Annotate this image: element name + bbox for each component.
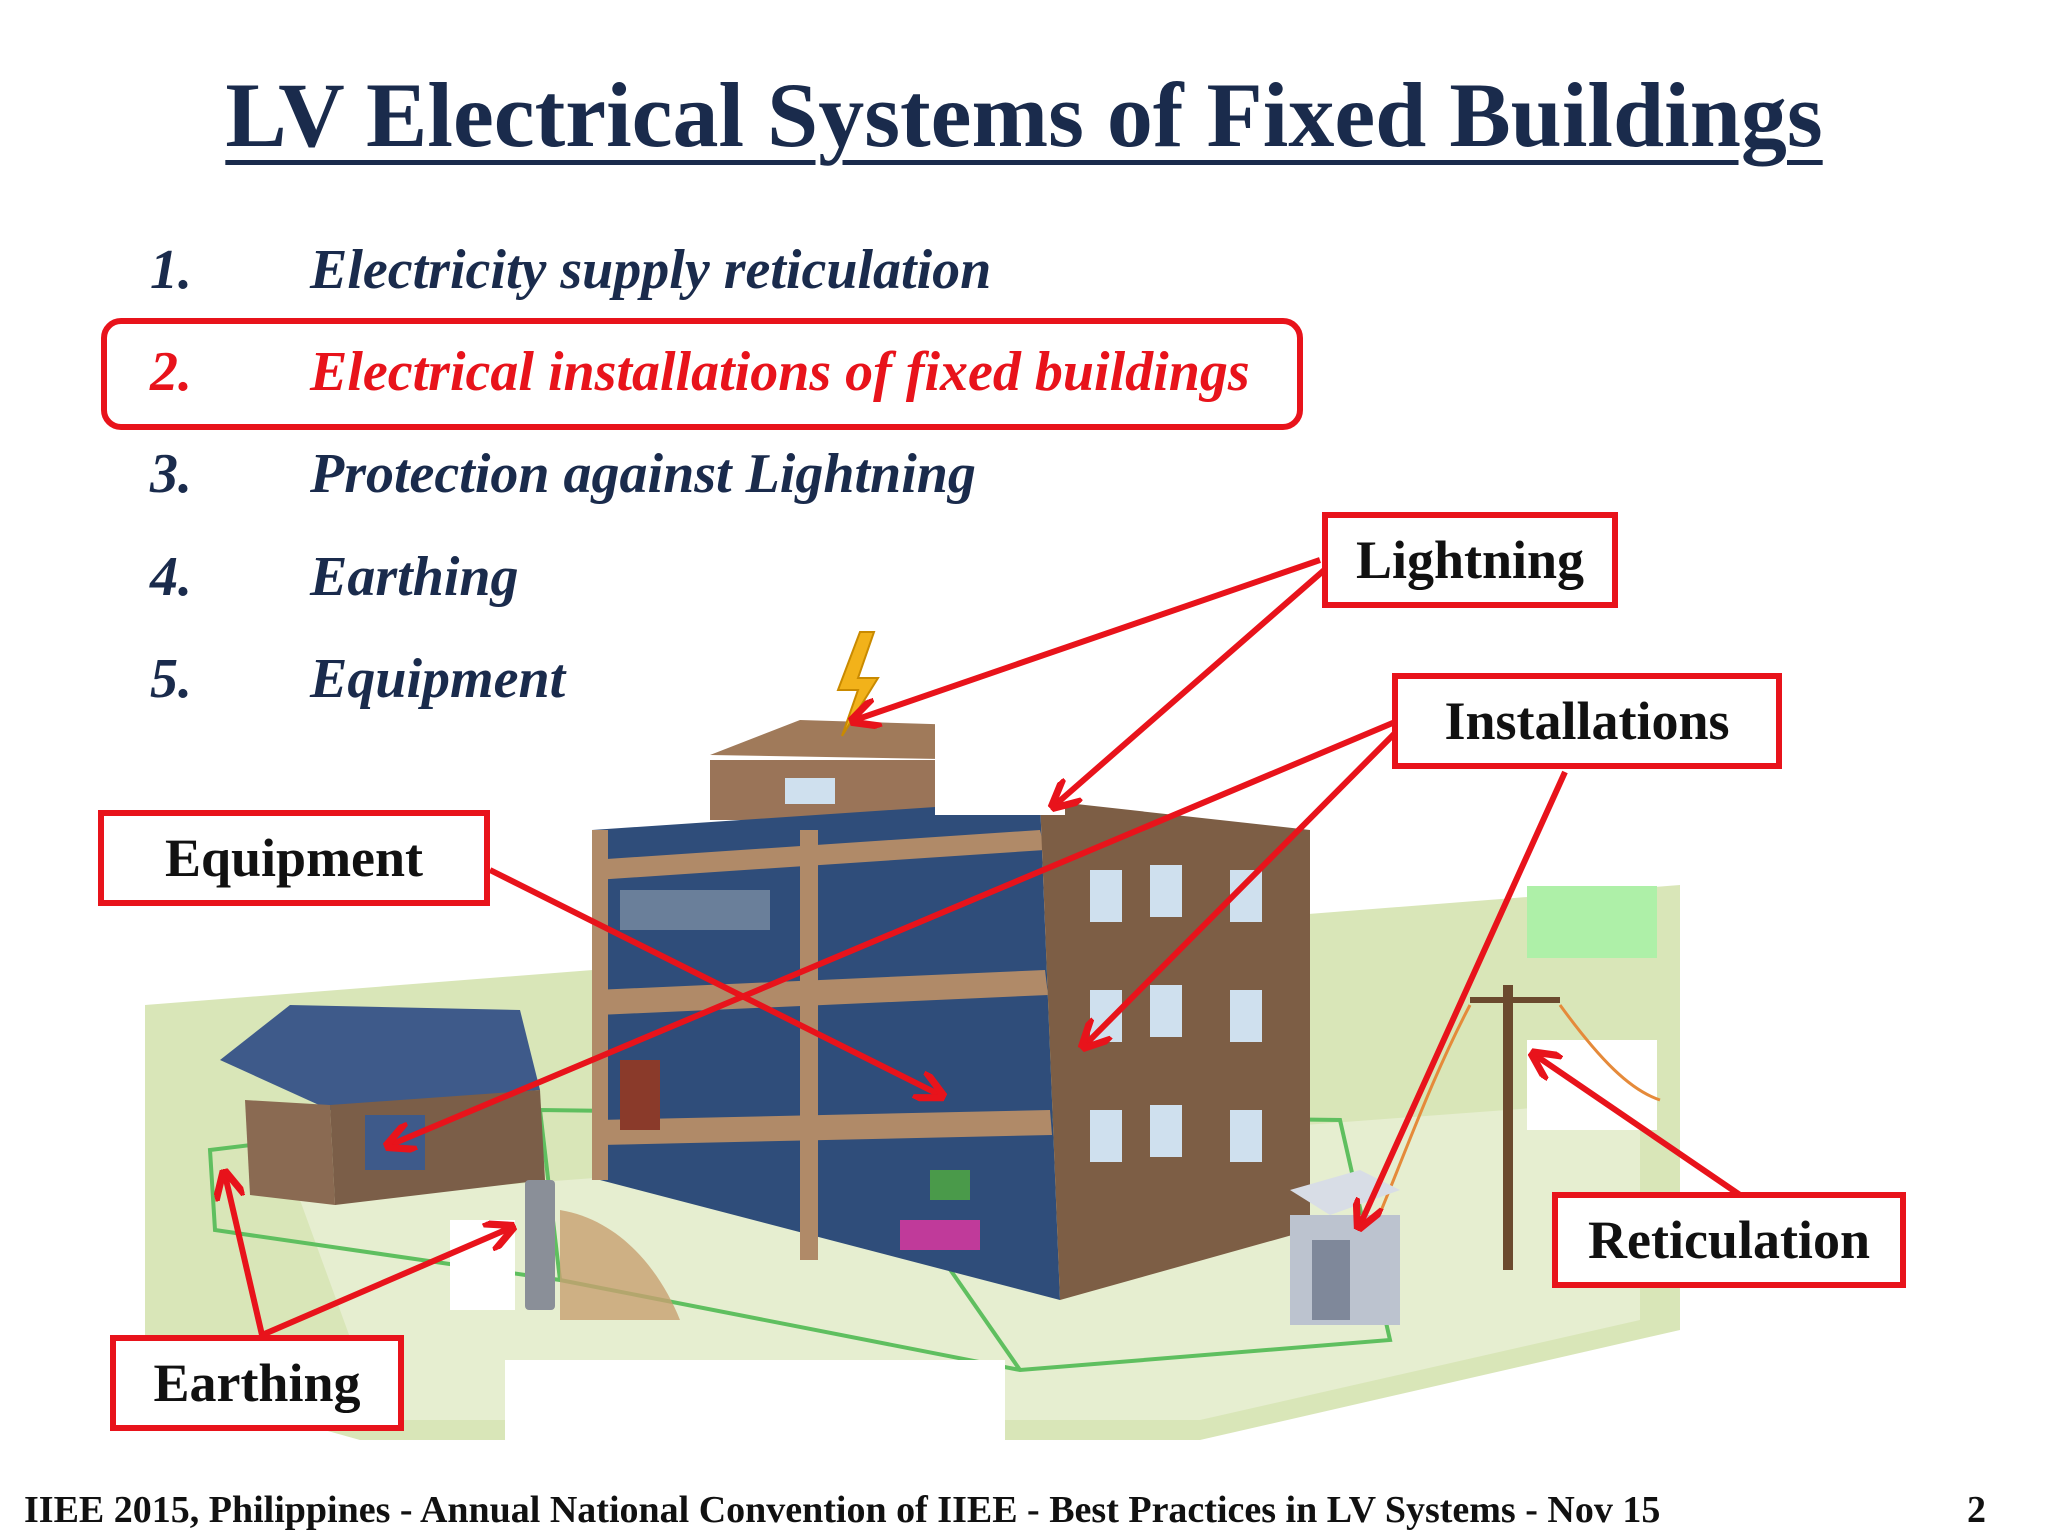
callout-reticulation: Reticulation xyxy=(1552,1192,1906,1288)
highlight-box xyxy=(101,318,1303,430)
callout-equipment: Equipment xyxy=(98,810,490,906)
list-item-number: 2. xyxy=(150,341,192,403)
list-item-text: Equipment xyxy=(310,648,566,710)
list-item: 1. Electricity supply reticulation xyxy=(150,238,1350,308)
list-item-highlighted: 2. Electrical installations of fixed bui… xyxy=(150,340,1350,410)
callout-lightning: Lightning xyxy=(1322,512,1618,608)
page-number: 2 xyxy=(1967,1489,1986,1531)
footer-text: IIEE 2015, Philippines - Annual National… xyxy=(24,1489,1661,1531)
list-item: 4. Earthing xyxy=(150,545,1350,615)
slide-title: LV Electrical Systems of Fixed Buildings xyxy=(225,64,1823,166)
list-item-text: Electricity supply reticulation xyxy=(310,239,992,301)
list-item-text: Earthing xyxy=(310,546,519,608)
earth-rod xyxy=(525,1180,555,1310)
list-item-text: Protection against Lightning xyxy=(310,443,976,505)
list-item: 3. Protection against Lightning xyxy=(150,442,1350,512)
callout-installations: Installations xyxy=(1392,673,1782,769)
list-item-number: 5. xyxy=(150,648,192,710)
earthing-hut xyxy=(220,1005,545,1205)
list-item: 5. Equipment xyxy=(150,647,1350,717)
transformer xyxy=(1290,1170,1400,1325)
list-item-text: Electrical installations of fixed buildi… xyxy=(310,341,1250,403)
list-item-number: 1. xyxy=(150,239,192,301)
building xyxy=(592,720,1310,1300)
list-item-number: 4. xyxy=(150,546,192,608)
utility-pole xyxy=(1470,985,1560,1270)
callout-earthing: Earthing xyxy=(110,1335,404,1431)
callout-arrows xyxy=(225,557,1742,1338)
list-item-number: 3. xyxy=(150,443,192,505)
